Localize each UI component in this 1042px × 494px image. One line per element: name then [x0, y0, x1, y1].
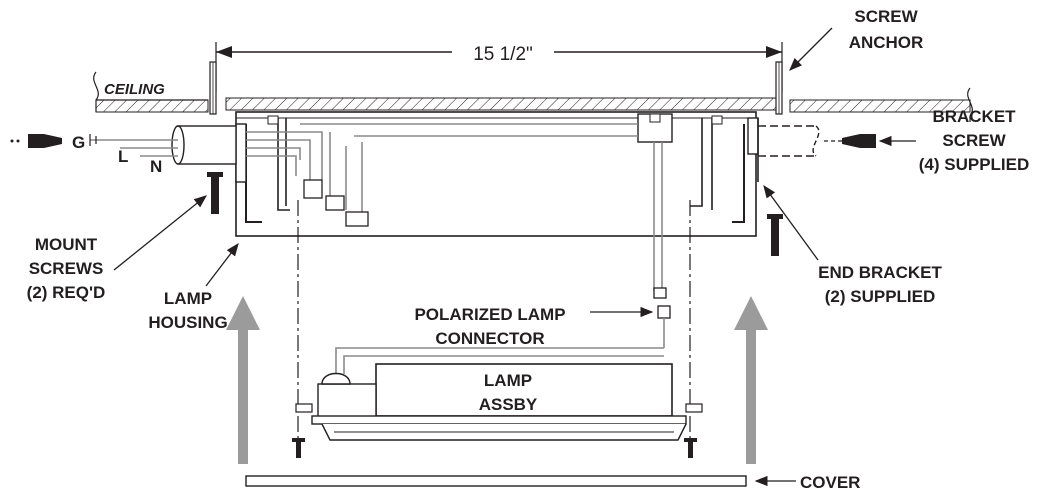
screw-anchor-label-1: SCREW — [854, 7, 918, 26]
mount-screws-label-2: SCREWS — [29, 259, 104, 278]
bracket-screw-label-1: BRACKET — [932, 107, 1016, 126]
dimension-label: 15 1/2" — [473, 44, 533, 65]
cover-label: COVER — [800, 473, 860, 492]
mount-screw-left — [207, 172, 223, 214]
bracket-screw-left — [10, 134, 62, 148]
dimension-15-half: 15 1/2" — [215, 42, 783, 92]
mount-screw-right — [767, 214, 783, 256]
internal-wires — [246, 123, 663, 290]
polarized-connector: POLARIZED LAMP CONNECTOR — [414, 287, 671, 348]
screw-anchor-callout: SCREW ANCHOR — [789, 7, 924, 71]
end-bracket-label-2: (2) SUPPLIED — [825, 287, 936, 306]
bracket-screw-label-3: (4) SUPPLIED — [919, 155, 1030, 174]
install-arrow-right — [734, 296, 768, 464]
lamp-assby-label-2: ASSBY — [479, 395, 538, 414]
end-bracket-label-1: END BRACKET — [818, 263, 942, 282]
polarized-label-2: CONNECTOR — [435, 329, 544, 348]
bracket-screw-label-2: SCREW — [942, 131, 1006, 150]
cover-screw-left — [292, 438, 305, 458]
supply-wires: G L N — [72, 133, 178, 176]
mount-screws-label-1: MOUNT — [35, 235, 98, 254]
alignment-lines — [297, 200, 691, 438]
wire-g-label: G — [72, 133, 85, 152]
lamp-assembly: LAMP ASSBY — [295, 347, 703, 441]
mount-screws-callout: MOUNT SCREWS (2) REQ'D — [27, 195, 208, 302]
screw-anchor-label-2: ANCHOR — [849, 33, 924, 52]
install-arrow-left — [226, 296, 260, 464]
ballast-box — [637, 113, 673, 143]
lamp-housing — [235, 111, 759, 237]
cover: COVER — [245, 473, 860, 492]
wire-n-label: N — [150, 157, 162, 176]
mount-screws-label-3: (2) REQ'D — [27, 283, 106, 302]
lamp-housing-callout: LAMP HOUSING — [148, 242, 239, 332]
ceiling-label: CEILING — [104, 81, 165, 98]
end-bracket-callout: END BRACKET (2) SUPPLIED — [763, 184, 942, 306]
conduit-left — [171, 125, 237, 165]
bracket-screw-right — [824, 134, 876, 148]
screw-anchor-left — [209, 61, 217, 115]
lamp-housing-label-2: HOUSING — [148, 313, 227, 332]
polarized-label-1: POLARIZED LAMP — [414, 305, 565, 324]
cover-screw-right — [684, 438, 697, 458]
lamp-housing-label-1: LAMP — [164, 289, 212, 308]
conduit-right — [758, 125, 820, 157]
wire-l-label: L — [118, 147, 128, 166]
screw-anchor-right — [775, 61, 783, 115]
lamp-assby-label-1: LAMP — [484, 371, 532, 390]
bracket-screw-callout: BRACKET SCREW (4) SUPPLIED — [878, 107, 1030, 174]
